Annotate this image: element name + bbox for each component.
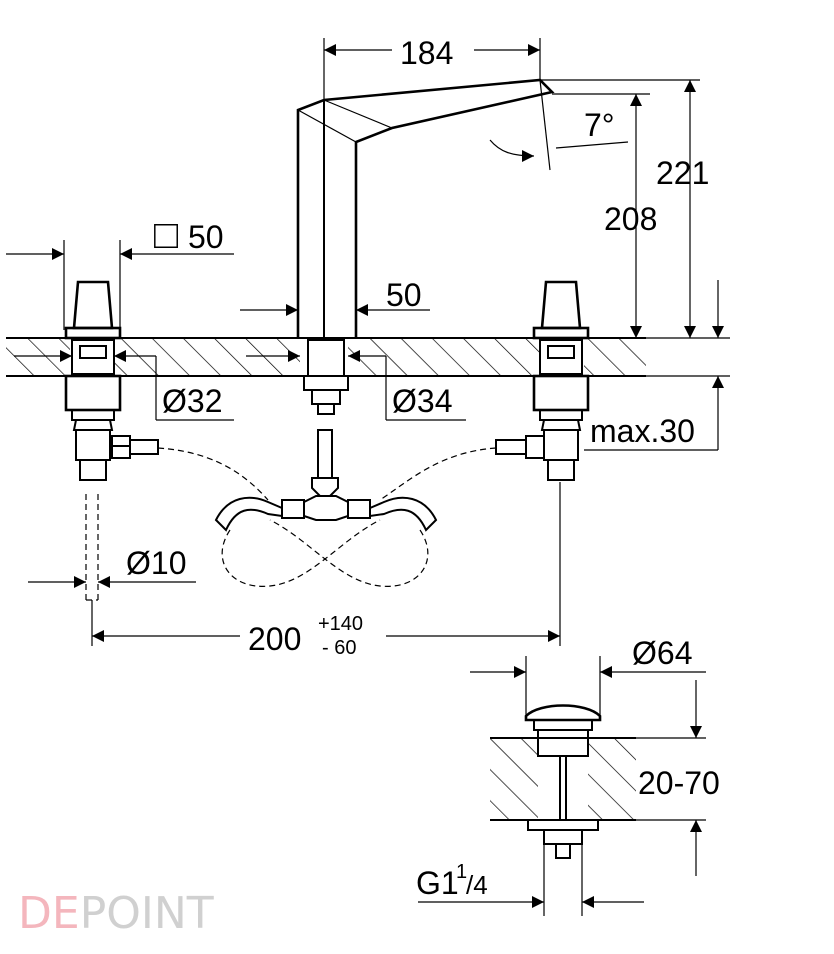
drain [490,704,636,859]
watermark-logo: DEPOINT [18,888,214,939]
dim-spout-reach: 184 [400,35,453,71]
dim-spout-height: 208 [604,201,657,237]
dim-center-distance: 200 [248,621,301,657]
left-handle [64,280,159,601]
dim-drain-thread-num: 1 [456,861,467,883]
dimension-lines [6,38,730,916]
dim-spout-hole: Ø34 [392,383,452,419]
dim-drain-thread: G1 [416,865,459,901]
dim-handle-hole: Ø32 [162,383,222,419]
dim-max-thickness: max.30 [590,413,695,449]
dim-spout-angle: 7° [584,107,615,143]
right-handle [495,280,590,481]
dim-handle-square: 50 [188,219,224,255]
dim-hose: Ø10 [126,545,186,581]
watermark-rest: POINT [80,888,214,939]
dim-center-tol-plus: +140 [318,613,363,635]
dim-drain-thread-den: /4 [466,870,488,900]
dim-drain-dia: Ø64 [632,635,692,671]
dim-center-tol-minus: - 60 [322,637,356,659]
dim-spout-width: 50 [386,277,422,313]
spout [296,78,555,497]
hoses [157,447,497,587]
dim-total-height: 221 [656,155,709,191]
square-symbol-icon: □ [154,213,178,257]
dim-drain-range: 20-70 [638,765,720,801]
watermark-de: DE [18,888,80,939]
